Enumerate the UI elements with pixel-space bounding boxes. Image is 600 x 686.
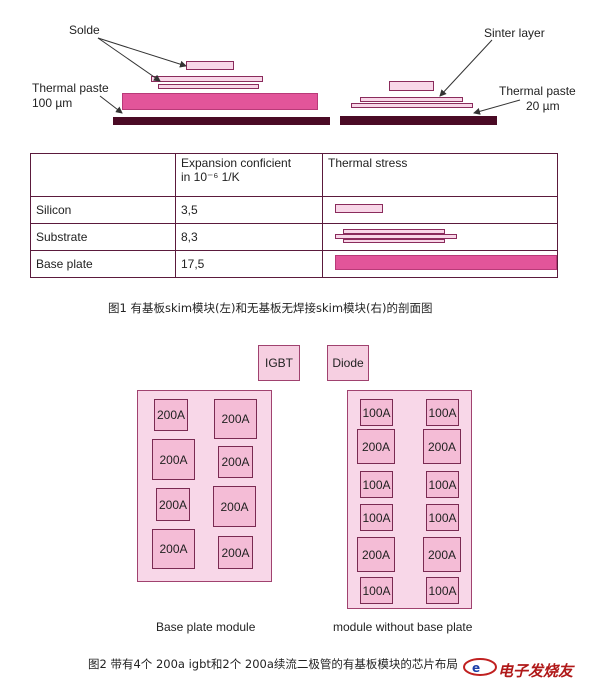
label-solde: Solde [69, 23, 100, 37]
right-chip [389, 81, 434, 91]
chip-200a: 200A [423, 429, 461, 464]
module-without-base-plate-panel: 100A 100A 200A 200A 100A 100A 100A 100A … [347, 390, 472, 609]
expansion-table: Expansion conficient in 10⁻⁶ 1/K Thermal… [30, 153, 558, 278]
header-expansion-line1: Expansion conficient [181, 156, 292, 170]
stress-bar-substrate-mid [335, 234, 457, 239]
igbt-legend-box: IGBT [258, 345, 300, 381]
table-header-row: Expansion conficient in 10⁻⁶ 1/K Thermal… [30, 153, 558, 197]
label-thermal-paste-left: Thermal paste [32, 81, 109, 95]
row-name-substrate: Substrate [30, 223, 176, 251]
stress-bar-silicon [335, 204, 383, 213]
chip-200a: 200A [213, 486, 256, 527]
thermal-right-arrow [473, 99, 521, 115]
right-substrate-bottom [351, 103, 473, 108]
chip-200a: 200A [154, 399, 188, 431]
left-substrate-top [151, 76, 263, 82]
header-thermal-stress: Thermal stress [322, 153, 558, 197]
row-name-base-plate: Base plate [30, 250, 176, 278]
row-name-silicon: Silicon [30, 196, 176, 224]
base-plate-module-title: Base plate module [156, 620, 256, 634]
table-row: Substrate 8,3 [30, 223, 558, 251]
solde-arrow-substrate [97, 37, 161, 82]
svg-text:e: e [472, 661, 480, 675]
row-value-substrate: 8,3 [175, 223, 323, 251]
sinter-arrow [439, 39, 493, 97]
header-expansion-line2: in 10⁻⁶ 1/K [181, 170, 240, 184]
solde-arrow-chip [97, 37, 187, 68]
chip-100a: 100A [360, 577, 393, 604]
chip-200a: 200A [357, 537, 395, 572]
chip-200a: 200A [214, 399, 257, 439]
header-empty-cell [30, 153, 176, 197]
chip-100a: 100A [426, 504, 459, 531]
stress-cell-silicon [322, 196, 558, 224]
stress-bar-substrate-bot [343, 239, 445, 243]
chip-100a: 100A [426, 399, 459, 426]
chip-200a: 200A [218, 446, 253, 478]
thermal-left-arrow [99, 95, 123, 114]
chip-100a: 100A [360, 399, 393, 426]
diode-legend-box: Diode [327, 345, 369, 381]
right-substrate-top [360, 97, 463, 102]
chip-200a: 200A [156, 488, 190, 521]
right-base-plate [340, 116, 497, 125]
chip-100a: 100A [360, 504, 393, 531]
figure2-caption: 图2 带有4个 200a igbt和2个 200a续流二极管的有基板模块的芯片布… [88, 657, 458, 671]
left-base-plate [113, 117, 330, 125]
chip-100a: 100A [426, 577, 459, 604]
leader-lines [97, 37, 521, 115]
chip-200a: 200A [152, 529, 195, 569]
label-sinter-layer: Sinter layer [484, 26, 545, 40]
stress-cell-base-plate [322, 250, 558, 278]
table-row: Base plate 17,5 [30, 250, 558, 278]
label-thermal-paste-left-value: 100 µm [32, 96, 73, 110]
stress-cell-substrate [322, 223, 558, 251]
table-row: Silicon 3,5 [30, 196, 558, 224]
base-plate-module-panel: 200A 200A 200A 200A 200A 200A 200A 200A [137, 390, 272, 582]
chip-100a: 100A [426, 471, 459, 498]
figure1-caption: 图1 有基板skim模块(左)和无基板无焊接skim模块(右)的剖面图 [108, 301, 433, 315]
header-expansion-cell: Expansion conficient in 10⁻⁶ 1/K [175, 153, 323, 197]
row-value-silicon: 3,5 [175, 196, 323, 224]
left-substrate-bottom [158, 84, 259, 89]
chip-200a: 200A [152, 439, 195, 480]
site-watermark: 电子发烧友 [498, 662, 574, 680]
label-thermal-paste-right-value: 20 µm [526, 99, 560, 113]
stress-bar-substrate-top [343, 229, 445, 234]
row-value-base-plate: 17,5 [175, 250, 323, 278]
chip-200a: 200A [218, 536, 253, 569]
module-without-base-plate-title: module without base plate [333, 620, 473, 634]
left-thermal-paste-layer [122, 93, 318, 110]
chip-200a: 200A [423, 537, 461, 572]
label-thermal-paste-right: Thermal paste [499, 84, 576, 98]
stress-bar-base-plate [335, 255, 557, 270]
watermark-logo-icon: e [463, 658, 497, 676]
chip-200a: 200A [357, 429, 395, 464]
chip-100a: 100A [360, 471, 393, 498]
